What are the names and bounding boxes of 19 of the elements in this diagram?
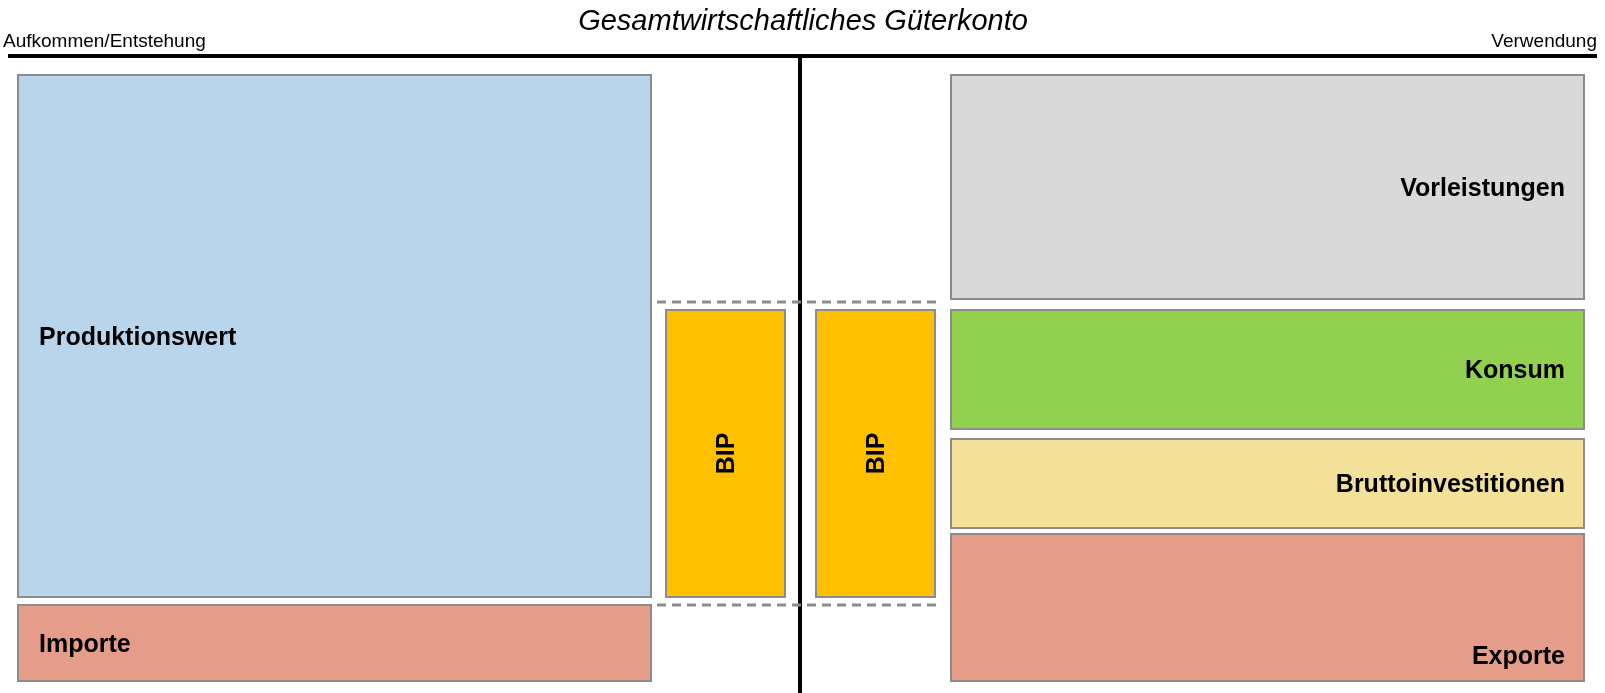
account-block bbox=[17, 74, 652, 598]
section-label: Aufkommen/Entstehung bbox=[3, 30, 206, 52]
account-block bbox=[950, 309, 1585, 430]
account-block bbox=[950, 533, 1585, 682]
account-block bbox=[17, 604, 652, 682]
block-label: Vorleistungen bbox=[1400, 172, 1565, 202]
diagram-title: Gesamtwirtschaftliches Güterkonto bbox=[578, 4, 1028, 37]
account-block bbox=[950, 74, 1585, 300]
block-label: Bruttoinvestitionen bbox=[1335, 469, 1565, 498]
account-block bbox=[815, 309, 936, 598]
block-label: Produktionswert bbox=[39, 321, 237, 351]
block-label: BIP bbox=[861, 432, 890, 475]
account-block bbox=[665, 309, 786, 598]
section-label: Verwendung bbox=[1491, 30, 1597, 52]
block-label: Importe bbox=[39, 628, 131, 658]
block-label: BIP bbox=[711, 432, 740, 475]
account-block bbox=[950, 438, 1585, 529]
block-label: Exporte bbox=[1471, 641, 1565, 670]
block-label: Konsum bbox=[1465, 355, 1565, 384]
